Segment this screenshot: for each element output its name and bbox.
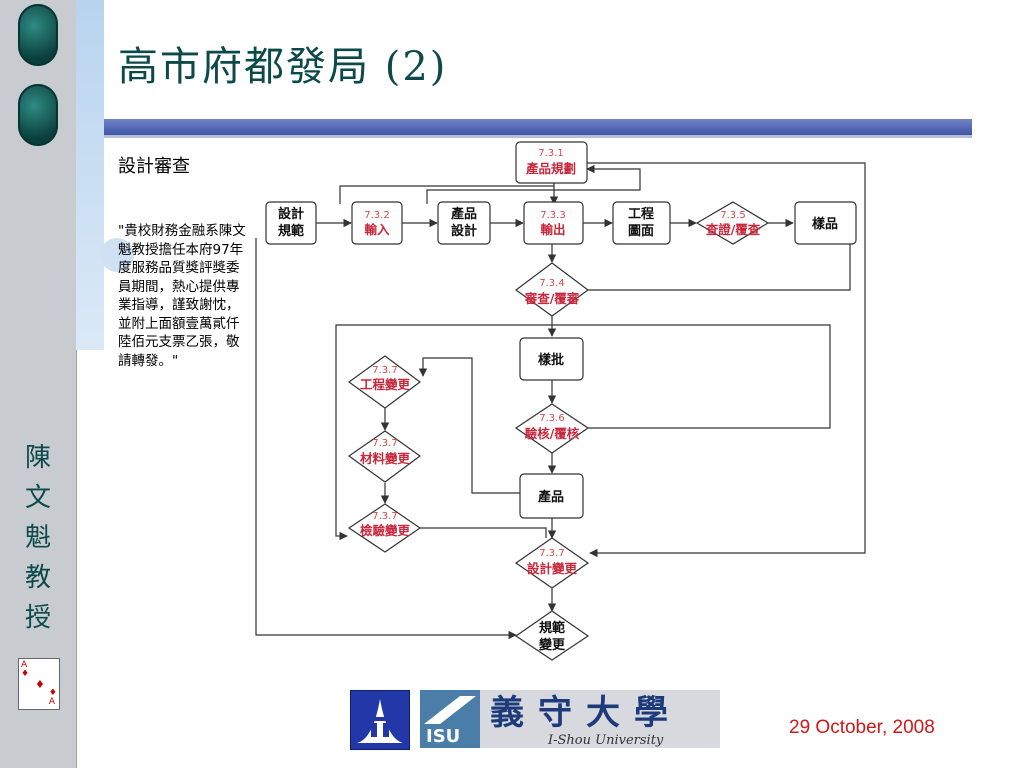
left-sidebar: 陳 文 魁 教 授 A♦ ♦ ♦A — [0, 0, 77, 768]
logo-english-name: I-Shou University — [547, 733, 664, 748]
author-char: 教 — [24, 563, 51, 593]
node-label: 規範變更 — [539, 620, 566, 653]
node-label: 工程圖面 — [628, 207, 654, 239]
node-label: 樣批 — [538, 352, 564, 368]
node-code: 7.3.7 — [539, 548, 564, 559]
node-engineering-change: 7.3.7 工程變更 — [347, 355, 422, 409]
node-label: 檢驗變更 — [360, 523, 411, 538]
flow-connectors — [255, 162, 866, 640]
node-label: 工程變更 — [360, 377, 411, 392]
node-material-change: 7.3.7 材料變更 — [347, 430, 422, 483]
node-inspection-change: 7.3.7 檢驗變更 — [347, 503, 422, 553]
node-output: 7.3.3 輸出 — [523, 201, 584, 245]
node-label: 樣品 — [812, 216, 838, 232]
author-char: 文 — [24, 483, 51, 513]
node-label: 設計規範 — [278, 206, 304, 239]
page-title: 高市府都發局 (2) — [118, 44, 448, 90]
node-validate: 7.3.6 驗核/覆核 — [514, 403, 590, 454]
section-heading: 設計審查 — [118, 156, 190, 177]
node-label: 產品 — [537, 489, 564, 505]
design-review-flowchart: 設計規範 7.3.2 輸入 產品設計 7.3.3 輸出 工程圖面 樣品 7.3.… — [255, 141, 866, 661]
node-engineering-drawing: 工程圖面 — [612, 201, 671, 245]
isu-university-logo: ISU 義守大學 I-Shou University — [420, 690, 720, 748]
node-label: 產品規劃 — [525, 161, 576, 176]
node-code: 7.3.7 — [372, 438, 397, 449]
node-design-change: 7.3.7 設計變更 — [514, 537, 590, 589]
node-label: 驗核/覆核 — [525, 426, 580, 441]
node-sample-approval: 樣批 — [519, 337, 584, 381]
decorative-pill-bottom — [18, 84, 58, 146]
node-code: 7.3.3 — [540, 210, 565, 221]
logo-abbr: ISU — [426, 726, 460, 747]
author-char: 授 — [24, 603, 51, 633]
node-label: 產品設計 — [450, 206, 477, 239]
author-char: 陳 — [24, 443, 51, 473]
node-design-spec: 設計規範 — [265, 201, 317, 245]
node-label: 查證/覆查 — [705, 222, 761, 237]
node-label: 輸入 — [364, 222, 390, 237]
node-code: 7.3.7 — [372, 365, 397, 376]
node-product-planning: 7.3.1 產品規劃 — [515, 141, 588, 184]
node-label: 設計變更 — [527, 561, 578, 576]
node-code: 7.3.7 — [372, 511, 397, 522]
sidebar-accent-strip — [76, 0, 104, 350]
node-spec-change: 規範變更 — [514, 610, 590, 661]
node-code: 7.3.6 — [539, 413, 564, 424]
author-name-vertical: 陳 文 魁 教 授 — [0, 438, 76, 638]
decorative-circle — [100, 238, 134, 272]
node-verify-review: 7.3.5 查證/覆查 — [695, 201, 770, 245]
logo-chinese-name: 義守大學 — [490, 693, 682, 733]
university-emblem-logo — [350, 690, 410, 750]
node-review: 7.3.4 審查/覆審 — [514, 262, 590, 317]
node-code: 7.3.1 — [538, 148, 563, 159]
node-label: 輸出 — [540, 222, 565, 237]
node-label: 材料變更 — [359, 451, 411, 466]
title-underline-bar — [104, 119, 972, 138]
node-code: 7.3.5 — [720, 210, 745, 221]
node-product-design: 產品設計 — [437, 201, 491, 245]
node-label: 審查/覆審 — [524, 291, 580, 306]
decorative-pill-top — [18, 4, 58, 66]
playing-card-icon: A♦ ♦ ♦A — [18, 658, 60, 710]
author-char: 魁 — [24, 523, 51, 553]
footer-date: 29 October, 2008 — [789, 717, 935, 738]
quote-text: "貴校財務金融系陳文魁教授擔任本府97年度服務品質獎評獎委員期間，熱心提供專業指… — [118, 223, 246, 369]
node-code: 7.3.4 — [539, 278, 564, 289]
node-input: 7.3.2 輸入 — [351, 201, 403, 245]
node-product: 產品 — [519, 473, 584, 519]
node-code: 7.3.2 — [364, 210, 389, 221]
node-sample: 樣品 — [794, 201, 857, 245]
